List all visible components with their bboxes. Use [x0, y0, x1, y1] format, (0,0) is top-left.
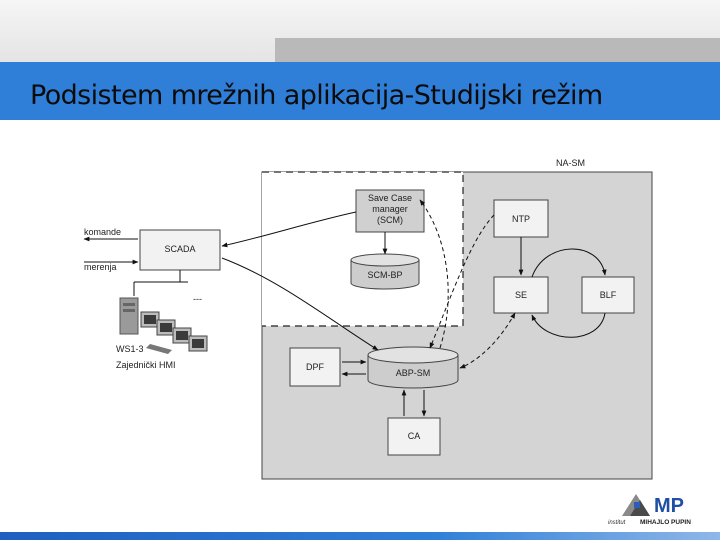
- mihajlo-pupin-logo: MP institut MIHAJLO PUPIN: [608, 494, 691, 526]
- abp-sm-label: ABP-SM: [396, 368, 431, 378]
- scada-box: [139, 229, 221, 271]
- hmi-label: Zajednički HMI: [116, 360, 176, 370]
- slide-title: Podsistem mrežnih aplikacija-Studijski r…: [30, 80, 603, 111]
- komande-label: komande: [84, 227, 121, 237]
- blf-label: BLF: [600, 290, 617, 300]
- se-label: SE: [515, 290, 527, 300]
- ws-label: WS1-3: [116, 344, 144, 354]
- workstations-icon: [119, 297, 208, 354]
- logo-mark: MP: [654, 495, 684, 517]
- scm-to-scada-arrow: [221, 211, 357, 248]
- study-mode-boundary: [262, 171, 464, 327]
- se-to-blf-arrow: [531, 248, 607, 278]
- abp-to-scm-arrow: [419, 199, 449, 349]
- scm-bp-database: [350, 253, 420, 290]
- ntp-label: NTP: [512, 214, 530, 224]
- se-box: [493, 276, 549, 314]
- header-accent-tab: [275, 38, 720, 62]
- logo-institute: institut: [608, 520, 626, 526]
- scm-box: [355, 189, 425, 233]
- ntp-to-abp-arrow: [429, 214, 495, 349]
- scm-label-line3: (SCM): [377, 215, 403, 225]
- footer-strip: [0, 532, 720, 540]
- logo-name: MIHAJLO PUPIN: [640, 519, 691, 526]
- dpf-box: [289, 347, 341, 387]
- scm-label-line2: manager: [372, 204, 408, 214]
- more-workstations: ---: [193, 294, 202, 304]
- scada-to-abp-arrow: [221, 257, 379, 351]
- merenja-label: merenja: [84, 262, 117, 272]
- title-band: [0, 62, 720, 120]
- ca-label: CA: [408, 431, 421, 441]
- scm-label-line1: Save Case: [368, 193, 412, 203]
- abp-sm-database: [367, 346, 459, 389]
- blf-to-se-arrow: [531, 312, 606, 338]
- ca-box: [387, 417, 441, 456]
- na-sm-label: NA-SM: [556, 158, 585, 168]
- scm-bp-label: SCM-BP: [367, 270, 402, 280]
- blf-box: [581, 276, 635, 314]
- dpf-label: DPF: [306, 362, 325, 372]
- ntp-box: [493, 199, 549, 238]
- scada-label: SCADA: [164, 244, 195, 254]
- se-abp-arrow: [459, 312, 516, 369]
